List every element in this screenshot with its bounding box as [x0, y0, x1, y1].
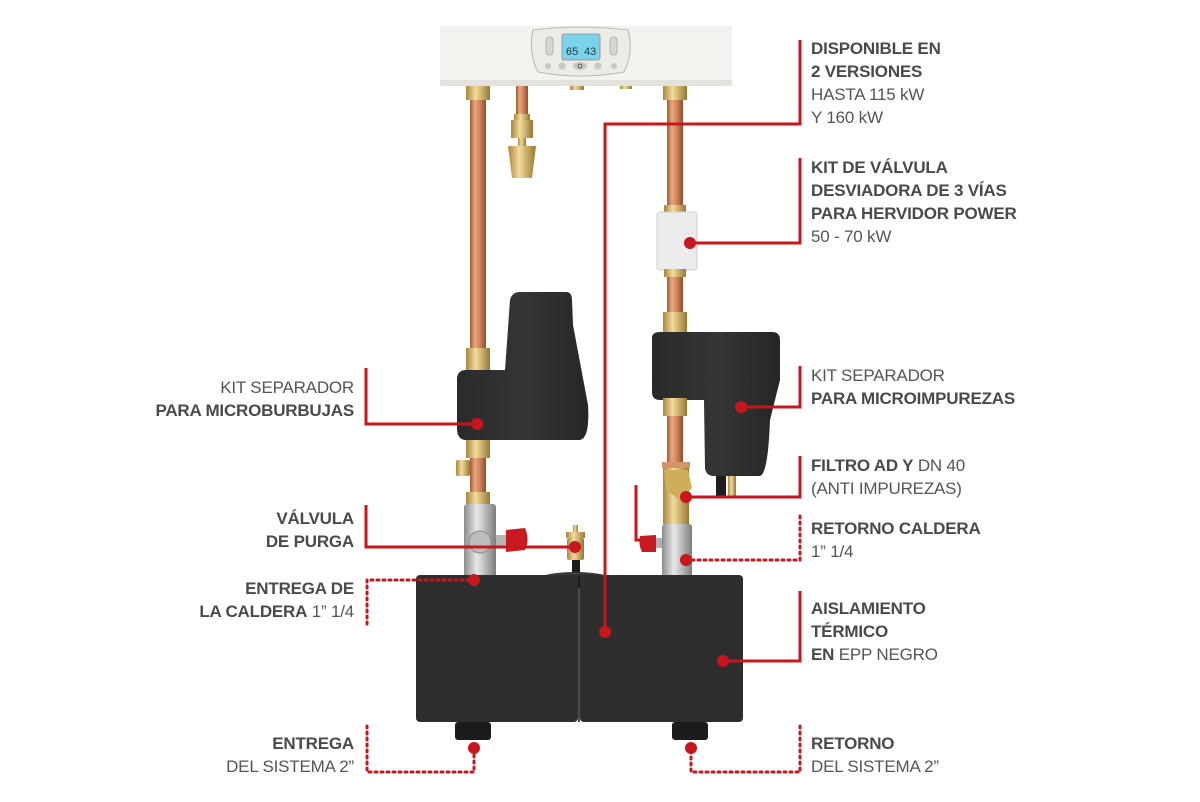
callout-line: 50 - 70 kW [811, 227, 892, 246]
callout-line: 2 VERSIONES [811, 62, 923, 81]
callout-line: ENTREGA [272, 734, 354, 753]
system-return-port [672, 722, 708, 740]
display-left-value: 65 [566, 46, 578, 58]
callout-line: KIT SEPARADOR [811, 366, 945, 385]
callout-line: 1” 1/4 [811, 542, 854, 561]
right-ball-valve [639, 524, 692, 578]
callout-line: Y 160 kW [811, 108, 883, 127]
callout-line: VÁLVULA [276, 509, 354, 528]
leader-boiler-delivery [365, 578, 476, 626]
leader-insulation [723, 591, 802, 663]
callout-filter: FILTRO AD Y DN 40 (ANTI IMPUREZAS) [811, 454, 965, 500]
dot-diverter-valve [684, 237, 696, 249]
leader-filter [686, 456, 802, 499]
leader-microbubbles [364, 368, 477, 426]
epp-insulation-shell [416, 575, 743, 740]
callout-line: FILTRO AD Y [811, 456, 914, 475]
right-adjust-button[interactable] [609, 36, 618, 56]
boiler-unit: 65 43 [440, 26, 732, 90]
callout-microimpurities: KIT SEPARADOR PARA MICROIMPUREZAS [811, 364, 1015, 410]
boiler-display-screen [561, 33, 601, 61]
callout-line: KIT SEPARADOR [220, 378, 354, 397]
callout-line: DEL SISTEMA 2” [811, 757, 939, 776]
leader-system-delivery [365, 724, 476, 774]
left-flow-pipe [466, 86, 490, 372]
dot-versions [599, 626, 611, 638]
callout-insulation: AISLAMIENTO TÉRMICO EN EPP NEGRO [811, 597, 938, 666]
left-ball-valve [464, 504, 528, 580]
leader-boiler-return [684, 514, 802, 562]
leader-versions [603, 40, 802, 632]
right-return-pipe [656, 86, 698, 332]
display-right-value: 43 [584, 46, 596, 58]
callout-line: HASTA 115 kW [811, 85, 925, 104]
leader-system-return [689, 724, 802, 774]
callout-line: PARA MICROBURBUJAS [155, 401, 354, 420]
callout-line: DISPONIBLE EN [811, 39, 941, 58]
power-icon [577, 63, 583, 69]
callout-boiler-delivery: ENTREGA DE LA CALDERA 1” 1/4 [199, 577, 354, 623]
callout-line: EN [811, 645, 835, 664]
callout-line: RETORNO CALDERA [811, 519, 981, 538]
microbubble-separator [456, 292, 589, 504]
panel-button[interactable] [594, 62, 602, 70]
dot-purge-valve [569, 541, 581, 553]
panel-button[interactable] [545, 63, 551, 69]
callout-versions: DISPONIBLE EN 2 VERSIONES HASTA 115 kW Y… [811, 37, 941, 129]
panel-button[interactable] [558, 62, 566, 70]
callout-line: AISLAMIENTO [811, 599, 926, 618]
leader-microimpurities [741, 366, 802, 409]
callout-line: DEL SISTEMA 2” [226, 757, 354, 776]
dotted-leader-lines [365, 514, 802, 774]
callout-line: DN 40 [913, 456, 966, 475]
callout-line: (ANTI IMPUREZAS) [811, 479, 962, 498]
dot-microimpurities [735, 401, 747, 413]
leader-purge-valve [364, 505, 575, 549]
callout-line: ENTREGA DE [245, 579, 354, 598]
callout-microbubbles: KIT SEPARADOR PARA MICROBURBUJAS [155, 376, 354, 422]
leader-lines [364, 40, 802, 663]
callout-line: KIT DE VÁLVULA [811, 158, 948, 177]
callout-diverter-valve: KIT DE VÁLVULA DESVIADORA DE 3 VÍAS PARA… [811, 156, 1017, 248]
callout-line: LA CALDERA [199, 602, 308, 621]
dot-filter [680, 491, 692, 503]
callout-line: DE PURGA [265, 532, 354, 551]
left-adjust-button[interactable] [545, 36, 554, 56]
dot-microbubbles [471, 418, 483, 430]
power-button[interactable] [573, 62, 587, 70]
dot-insulation [717, 655, 729, 667]
callout-line: EPP NEGRO [834, 645, 938, 664]
callout-purge-valve: VÁLVULA DE PURGA [266, 507, 354, 553]
callout-boiler-return: RETORNO CALDERA 1” 1/4 [811, 517, 981, 563]
callout-line: RETORNO [811, 734, 895, 753]
boiler-control-panel: 65 43 [530, 26, 631, 77]
dot-boiler-delivery [468, 574, 480, 586]
callout-line: PARA HERVIDOR POWER [811, 204, 1017, 223]
dot-system-delivery [468, 742, 480, 754]
gas-connection [508, 86, 536, 178]
leader-diverter-valve [690, 158, 802, 245]
callout-line: TÉRMICO [811, 622, 888, 641]
callout-line: PARA MICROIMPUREZAS [811, 389, 1015, 408]
callout-line: DESVIADORA DE 3 VÍAS [811, 181, 1007, 200]
callout-dots [468, 237, 747, 754]
callout-line: 1” 1/4 [307, 602, 354, 621]
dot-system-return [685, 742, 697, 754]
reset-button[interactable] [611, 63, 617, 69]
dot-boiler-return [680, 554, 692, 566]
system-delivery-port [455, 722, 491, 740]
callout-system-delivery: ENTREGA DEL SISTEMA 2” [226, 732, 354, 778]
microimpurity-separator [652, 332, 780, 498]
callout-system-return: RETORNO DEL SISTEMA 2” [811, 732, 939, 778]
leader-right-valve [634, 485, 656, 542]
y-filter [662, 462, 692, 524]
